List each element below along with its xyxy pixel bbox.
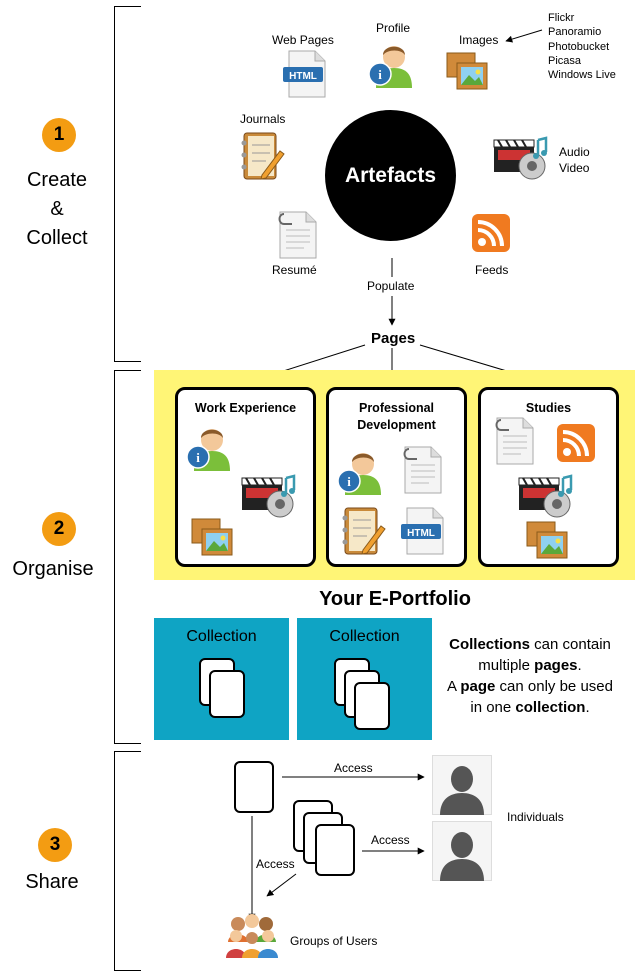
page-card [209, 670, 245, 718]
resume-document-icon [274, 211, 318, 263]
individual-user-icon [432, 755, 492, 820]
svg-text:HTML: HTML [407, 528, 435, 539]
groups-of-users-label: Groups of Users [290, 934, 378, 948]
single-page-card [234, 761, 274, 813]
step-2-label: Organise [12, 558, 94, 580]
page-box-studies: Studies [478, 387, 619, 567]
html-document-icon: HTML [283, 50, 327, 102]
collection-title: Collection [186, 628, 257, 645]
page-title: Studies [525, 401, 572, 415]
audio-video-label: Audio Video [559, 145, 590, 175]
populate-label: Populate [367, 279, 415, 293]
profile-label: Profile [376, 21, 411, 35]
images-label: Images [459, 33, 499, 47]
page-box-professional-development: Professional Development i [326, 387, 467, 567]
artefacts-circle: Artefacts [325, 110, 456, 241]
images-icon [525, 520, 571, 571]
profile-user-icon: i [368, 40, 414, 93]
feeds-label: Feeds [475, 263, 509, 277]
audio-video-icon [517, 474, 575, 525]
portfolio-title: Your E-Portfolio [319, 588, 471, 610]
svg-text:i: i [347, 474, 351, 489]
user-group-icon [224, 912, 280, 963]
page-card [354, 682, 390, 730]
resume-document-icon [399, 446, 443, 498]
collection-box-1: Collection [154, 618, 289, 740]
image-sources-list: Flickr Panoramio Photobucket Picasa Wind… [548, 12, 616, 82]
access-label: Access [371, 833, 410, 847]
images-icon [190, 517, 236, 568]
svg-text:i: i [196, 450, 200, 465]
svg-text:HTML: HTML [289, 71, 317, 82]
profile-user-icon: i [186, 423, 232, 476]
profile-user-icon: i [337, 447, 383, 500]
page-card [315, 824, 355, 876]
section-bracket-create [114, 6, 141, 362]
html-document-icon: HTML [401, 507, 445, 559]
audio-video-icon [492, 136, 550, 187]
page-box-work-experience: Work Experience i [175, 387, 316, 567]
svg-text:i: i [378, 67, 382, 82]
step-1-badge: 1 [42, 118, 76, 152]
journals-label: Journals [240, 112, 286, 126]
section-bracket-organise [114, 370, 141, 744]
step-3-badge: 3 [38, 828, 72, 862]
pages-label: Pages [371, 330, 416, 347]
collection-title: Collection [329, 628, 400, 645]
rss-feed-icon [472, 214, 512, 259]
images-icon [445, 51, 491, 102]
access-label: Access [256, 857, 295, 871]
individual-user-icon [432, 821, 492, 886]
page-title: Professional Development [357, 401, 436, 432]
step-2-badge: 2 [42, 512, 76, 546]
section-bracket-share [114, 751, 141, 971]
collections-note: Collections can contain multiple pages. … [447, 636, 613, 716]
individuals-label: Individuals [507, 810, 564, 824]
access-label: Access [334, 761, 373, 775]
audio-video-icon [240, 474, 298, 525]
step-1-label: Create & Collect [26, 169, 88, 249]
rss-feed-icon [557, 424, 597, 469]
collection-box-2: Collection [297, 618, 432, 740]
web-pages-label: Web Pages [272, 33, 334, 47]
resume-document-icon [491, 417, 535, 469]
step-3-label: Share [25, 871, 79, 893]
journal-notebook-icon [341, 506, 387, 561]
page-title: Work Experience [194, 401, 297, 415]
resume-label: Resumé [272, 263, 317, 277]
journal-notebook-icon [240, 131, 286, 186]
